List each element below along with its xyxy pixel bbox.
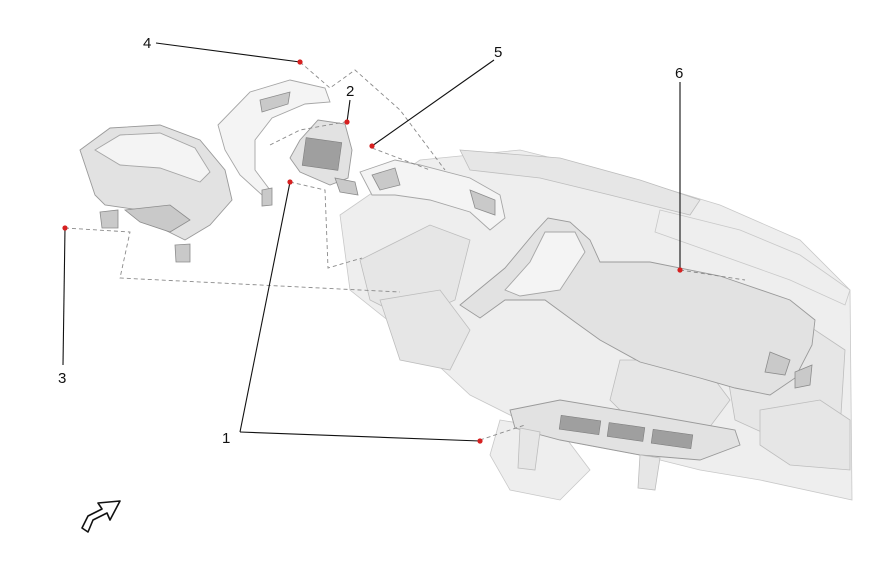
dot-1-upper: [287, 179, 293, 185]
part-1-lower-air-outlet: [509, 399, 741, 491]
alignment-lines: [64, 61, 746, 441]
part-5-bracket: [359, 159, 506, 231]
callout-1: 1: [222, 430, 230, 447]
part-3-cluster-trim-panel: [79, 124, 233, 263]
fastener-dots: [62, 59, 683, 444]
callout-4: 4: [143, 35, 151, 52]
leader-1b: [239, 431, 481, 442]
leader-lines: [62, 42, 681, 442]
leader-1a: [239, 181, 291, 433]
view-direction-arrow-icon: [81, 500, 121, 533]
dot-6: [677, 267, 683, 273]
dot-2: [344, 119, 350, 125]
callout-3: 3: [58, 370, 66, 387]
dot-4: [297, 59, 303, 65]
dot-1-lower: [477, 438, 483, 444]
leader-5: [371, 59, 495, 147]
callout-labels: 4 2 5 6 3 1: [58, 35, 683, 447]
leader-3: [62, 227, 66, 366]
part-6-center-trim-panel: [459, 217, 816, 396]
part-4-cluster-trim-bezel: [217, 79, 331, 207]
leader-2: [346, 99, 351, 123]
dot-3: [62, 225, 68, 231]
dot-5: [369, 143, 375, 149]
part-2-upper-air-outlet: [289, 119, 359, 196]
callout-2: 2: [346, 83, 354, 100]
instrument-panel-ghost: [339, 149, 853, 501]
callout-5: 5: [494, 44, 502, 61]
leader-4: [155, 42, 301, 63]
callout-6: 6: [675, 65, 683, 82]
